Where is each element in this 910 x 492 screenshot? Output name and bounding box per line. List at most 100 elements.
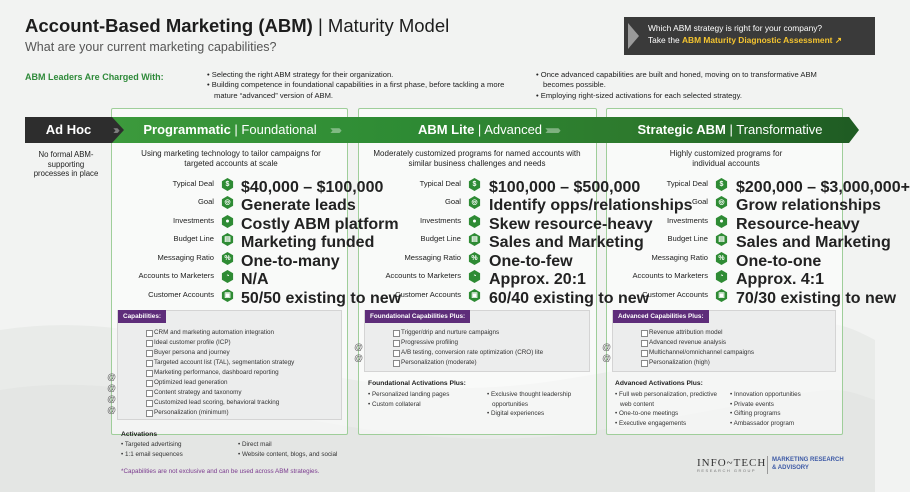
row-label: Messaging Ratio bbox=[598, 251, 708, 265]
row-label: Goal bbox=[100, 195, 214, 209]
row-label-text: Budget Line bbox=[173, 234, 214, 243]
row-icon: % bbox=[715, 252, 728, 265]
row-icon: ◎ bbox=[468, 196, 481, 209]
activations-header: Advanced Activations Plus: bbox=[615, 380, 703, 387]
row-label-text: Investments bbox=[173, 216, 214, 225]
row-icon: ▤ bbox=[715, 233, 728, 246]
row-icon: $ bbox=[715, 178, 728, 191]
row-icon: ▣ bbox=[468, 289, 481, 302]
row-value: Sales and Marketing bbox=[489, 234, 644, 251]
row-label: Goal bbox=[351, 195, 461, 209]
row-label: Typical Deal bbox=[598, 177, 708, 191]
row-value: Approx. 20:1 bbox=[489, 271, 586, 288]
capability-item: Content strategy and taxonomy bbox=[146, 389, 242, 397]
maturity-band bbox=[111, 117, 859, 143]
row-label: Budget Line bbox=[351, 232, 461, 246]
row-value: $200,000 – $3,000,000+ bbox=[736, 179, 910, 196]
capability-item: Marketing performance, dashboard reporti… bbox=[146, 369, 279, 377]
activations-list: • Targeted advertising• 1:1 email sequen… bbox=[121, 441, 183, 458]
row-label: Typical Deal bbox=[351, 177, 461, 191]
row-value: N/A bbox=[241, 271, 269, 288]
row-value: Generate leads bbox=[241, 197, 356, 214]
row-label: Investments bbox=[598, 214, 708, 228]
activations-list: • Direct mail• Website content, blogs, a… bbox=[238, 441, 338, 458]
row-icon: ● bbox=[221, 215, 234, 228]
row-icon: ◔ bbox=[221, 270, 234, 283]
row-value: Skew resource-heavy bbox=[489, 216, 653, 233]
external-link-icon: ↗ bbox=[834, 35, 842, 45]
row-icon: ● bbox=[468, 215, 481, 228]
row-value: 70/30 existing to new bbox=[736, 290, 897, 307]
row-label-text: Customer Accounts bbox=[642, 290, 708, 299]
row-value: One-to-many bbox=[241, 253, 340, 270]
row-value: $40,000 – $100,000 bbox=[241, 179, 384, 196]
activations-list: • Exclusive thought leadership opportuni… bbox=[487, 391, 572, 418]
capability-item: Ideal customer profile (ICP) bbox=[146, 339, 231, 347]
diagnostic-cta-banner[interactable]: Which ABM strategy is right for your com… bbox=[624, 17, 875, 55]
row-label-text: Customer Accounts bbox=[395, 290, 461, 299]
capability-item: Buyer persona and journey bbox=[146, 349, 230, 357]
row-label: Typical Deal bbox=[100, 177, 214, 191]
row-icon: ▤ bbox=[221, 233, 234, 246]
capabilities-box: Advanced Capabilities Plus: Revenue attr… bbox=[612, 310, 836, 372]
row-label-text: Accounts to Marketers bbox=[632, 271, 708, 280]
row-icon: ▤ bbox=[468, 233, 481, 246]
row-label-text: Accounts to Marketers bbox=[138, 271, 214, 280]
row-label: Messaging Ratio bbox=[100, 251, 214, 265]
cta-line1: Which ABM strategy is right for your com… bbox=[648, 23, 823, 33]
capability-item: Targeted account list (TAL), segmentatio… bbox=[145, 359, 295, 367]
stage-strategic-title: Strategic ABM | Transformative bbox=[637, 122, 823, 137]
row-label-text: Messaging Ratio bbox=[404, 253, 461, 262]
column-strategic bbox=[606, 108, 843, 435]
row-label: Investments bbox=[100, 214, 214, 228]
row-value: Resource-heavy bbox=[736, 216, 860, 233]
info-tech-logo: INFO~TECH bbox=[697, 457, 767, 469]
leaders-item: • Building competence in foundational ca… bbox=[207, 80, 505, 100]
row-label: Customer Accounts bbox=[100, 288, 214, 302]
capability-item: Advanced revenue analysis bbox=[640, 339, 727, 347]
row-label: Accounts to Marketers bbox=[351, 269, 461, 283]
diagnostic-assessment-link[interactable]: ABM Maturity Diagnostic Assessment bbox=[682, 35, 833, 45]
activations-list: • Innovation opportunities• Private even… bbox=[730, 391, 801, 427]
row-icon: $ bbox=[468, 178, 481, 191]
row-label-text: Investments bbox=[667, 216, 708, 225]
row-label-text: Budget Line bbox=[420, 234, 461, 243]
leaders-list-right: • Once advanced capabilities are built a… bbox=[536, 70, 836, 101]
row-label: Goal bbox=[598, 195, 708, 209]
cta-prefix: Take the bbox=[648, 35, 680, 45]
row-icon: $ bbox=[221, 178, 234, 191]
row-label: Budget Line bbox=[598, 232, 708, 246]
row-value: Approx. 4:1 bbox=[736, 271, 825, 288]
stage-description: Moderately customized programs for named… bbox=[373, 149, 581, 168]
row-label-text: Accounts to Marketers bbox=[385, 271, 461, 280]
binder-rings-icon: @@@@ bbox=[107, 372, 117, 415]
row-icon: ◔ bbox=[468, 270, 481, 283]
capability-item: Personalization (moderate) bbox=[393, 359, 477, 367]
leaders-list-left: • Selecting the right ABM strategy for t… bbox=[207, 70, 512, 101]
row-icon: ▣ bbox=[715, 289, 728, 302]
stage-adhoc-title: Ad Hoc bbox=[25, 117, 124, 143]
row-value: $100,000 – $500,000 bbox=[489, 179, 641, 196]
capability-item: Trigger/drip and nurture campaigns bbox=[392, 329, 500, 337]
row-value: Costly ABM platform bbox=[241, 216, 399, 233]
row-value: One-to-one bbox=[736, 253, 822, 270]
row-icon: % bbox=[468, 252, 481, 265]
row-value: Marketing funded bbox=[241, 234, 375, 251]
binder-rings-icon: @@ bbox=[354, 342, 364, 363]
row-label: Messaging Ratio bbox=[351, 251, 461, 265]
row-label-text: Goal bbox=[444, 197, 461, 206]
capabilities-header: Capabilities: bbox=[118, 310, 166, 323]
row-value: One-to-few bbox=[489, 253, 573, 270]
stage-description: Highly customized programs for individua… bbox=[669, 149, 783, 168]
leaders-item: • Selecting the right ABM strategy for t… bbox=[207, 70, 394, 79]
row-label-text: Goal bbox=[691, 197, 708, 206]
activations-header: Activations bbox=[121, 431, 158, 438]
activations-header: Foundational Activations Plus: bbox=[368, 380, 466, 387]
stage-description: Using marketing technology to tailor cam… bbox=[141, 149, 321, 168]
row-icon: ◎ bbox=[715, 196, 728, 209]
row-label: Customer Accounts bbox=[351, 288, 461, 302]
capability-item: CRM and marketing automation integration bbox=[145, 329, 275, 337]
stage-abm-lite-title: ABM Lite | Advanced bbox=[417, 122, 543, 137]
capabilities-box: Foundational Capabilities Plus: Trigger/… bbox=[364, 310, 590, 372]
row-label: Investments bbox=[351, 214, 461, 228]
